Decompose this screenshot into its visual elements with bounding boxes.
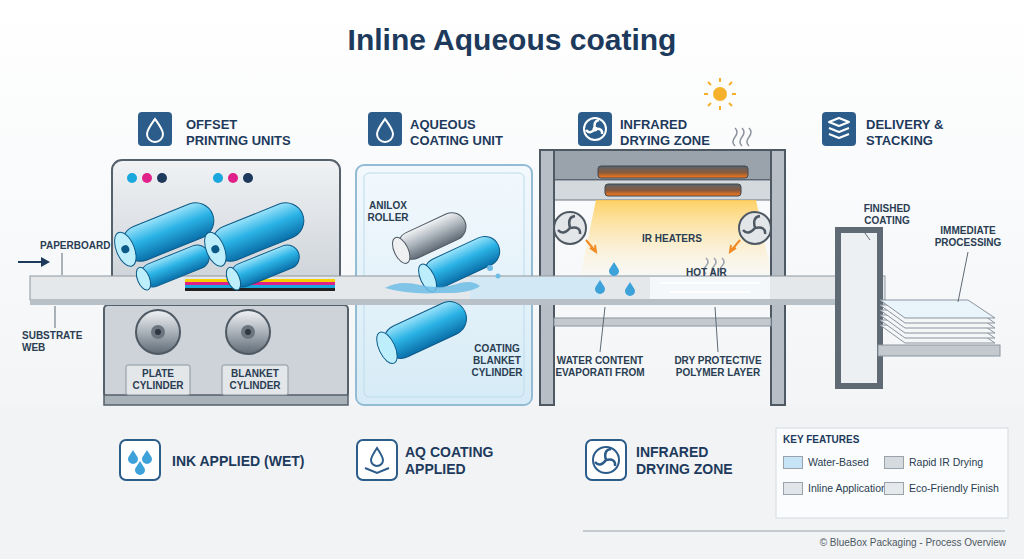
legend-text: Water-Based — [808, 456, 869, 469]
callout-label: DRY PROTECTIVE POLYMER LAYER — [668, 355, 768, 379]
part-label: PLATE CYLINDER — [128, 368, 188, 392]
unit-heading: INFRARED DRYING ZONE — [620, 117, 730, 149]
callout-label: FINISHED COATING — [852, 203, 922, 227]
legend-text: Eco-Friendly Finish — [909, 482, 999, 495]
part-label: SUBSTRATE WEB — [22, 330, 92, 354]
part-label: ANILOX ROLLER — [358, 200, 418, 224]
legend-swatch — [884, 482, 904, 495]
footer-caption: © BlueBox Packaging - Process Overview — [820, 537, 1006, 549]
unit-heading: AQUEOUS COATING UNIT — [410, 117, 520, 149]
callout-label: IMMEDIATE PROCESSING — [928, 225, 1008, 249]
legend-text: Rapid IR Drying — [909, 456, 983, 469]
process-unit: OFFSET PRINTING UNITS PLATE CYLINDER BLANK… — [104, 105, 350, 407]
legend-swatch — [783, 456, 803, 469]
part-label: IR HEATERS — [642, 233, 702, 245]
legend-swatch — [783, 482, 803, 495]
stage-label: INK APPLIED (WET) — [172, 453, 304, 470]
input-label: PAPERBOARD — [40, 240, 110, 252]
legend-text: Inline Application — [808, 482, 887, 495]
stage-label: INFRARED DRYING ZONE — [636, 444, 740, 478]
legend-heading: KEY FEATURES — [783, 434, 859, 446]
stage-label: AQ COATING APPLIED — [405, 444, 509, 478]
part-label: COATING BLANKET CYLINDER — [467, 343, 527, 379]
part-label: HOT AIR — [686, 267, 727, 279]
process-unit: DELIVERY & STACKING FINISHED COATINGIMMED… — [800, 105, 1005, 407]
part-label: BLANKET CYLINDER — [225, 368, 285, 392]
process-unit: INFRARED DRYING ZONE IR HEATERS HOT AIR WAT… — [540, 105, 785, 407]
legend-swatch — [884, 456, 904, 469]
callout-label: WATER CONTENT EVAPORATI FROM — [550, 355, 650, 379]
unit-heading: OFFSET PRINTING UNITS — [186, 117, 296, 149]
unit-heading: DELIVERY & STACKING — [866, 117, 976, 149]
diagram-title: Inline Aqueous coating — [0, 22, 1024, 58]
process-unit: AQUEOUS COATING UNIT ANILOX ROLLER COATING… — [355, 105, 533, 407]
